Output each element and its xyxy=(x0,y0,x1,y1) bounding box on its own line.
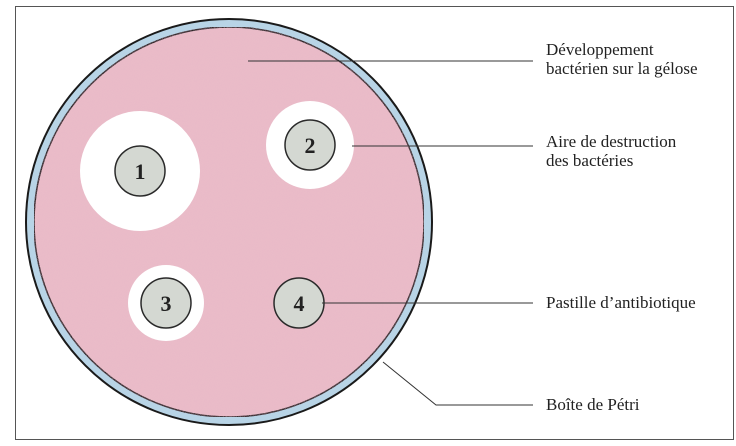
svg-text:3: 3 xyxy=(161,291,172,316)
svg-text:2: 2 xyxy=(305,133,316,158)
leader-line-petri xyxy=(383,362,533,405)
label-antibiotic-disk: Pastille d’antibiotique xyxy=(546,293,696,312)
svg-text:1: 1 xyxy=(135,159,146,184)
antibiotic-disk-4: 4 xyxy=(274,278,324,328)
svg-text:4: 4 xyxy=(294,291,305,316)
label-bacterial-growth: Développement bactérien sur la gélose xyxy=(546,40,698,78)
antibiotic-disk-3: 3 xyxy=(141,278,191,328)
label-inhibition-zone: Aire de destruction des bactéries xyxy=(546,132,676,170)
antibiotic-disk-1: 1 xyxy=(115,146,165,196)
agar-growth xyxy=(34,27,424,417)
label-petri-dish: Boîte de Pétri xyxy=(546,395,639,414)
antibiotic-disk-2: 2 xyxy=(285,120,335,170)
